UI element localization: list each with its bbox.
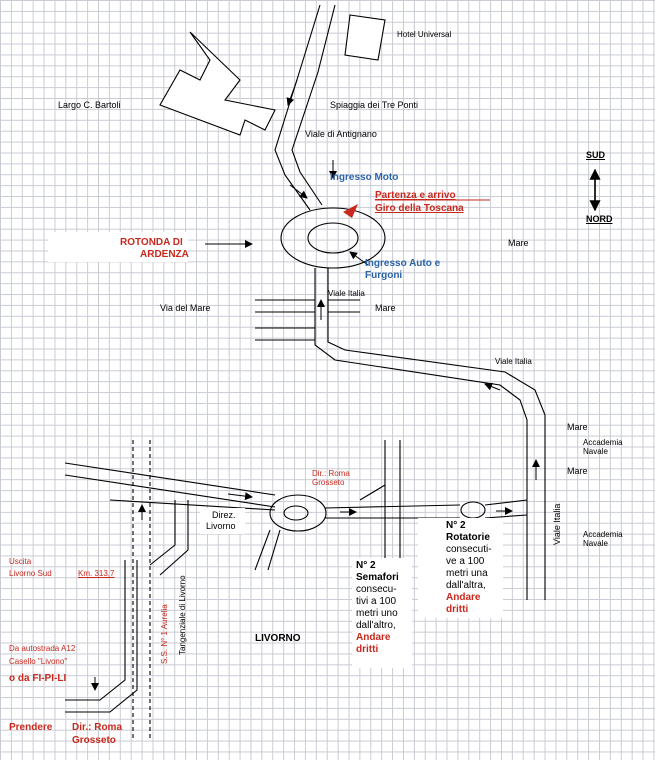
label-rot-l3: consecuti- (446, 544, 492, 555)
label-dir-bottom: Dir.: Roma (72, 722, 123, 733)
label-furgoni: Furgoni (365, 270, 403, 281)
label-sem-l3: consecu- (356, 584, 397, 595)
label-viale-italia-1: Viale Italia (328, 289, 365, 298)
label-rot-l4: ve a 100 (446, 556, 485, 567)
label-giro: Giro della Toscana (375, 203, 464, 214)
label-via-del-mare: Via del Mare (160, 303, 211, 313)
label-sem-andare: Andare (356, 632, 391, 643)
label-viale-italia-2: Viale Italia (495, 357, 532, 366)
label-fipili: o da FI-PI-LI (9, 673, 67, 684)
label-nord: NORD (586, 214, 613, 224)
label-largo: Largo C. Bartoli (58, 100, 121, 110)
label-accademia-1: Accademia (583, 438, 623, 447)
label-autostrada: Da autostrada A12 (9, 644, 76, 653)
label-ardenza: ARDENZA (140, 249, 189, 260)
label-rot-n2: N° 2 (446, 520, 466, 531)
direz-box: Direz. Livorno (200, 508, 245, 534)
label-casello: Casello "Livono" (9, 657, 68, 666)
label-mare-2: Mare (375, 303, 396, 313)
label-sem-dritti: dritti (356, 644, 379, 655)
label-direz-livorno: Livorno (206, 521, 236, 531)
label-mare-4: Mare (567, 466, 588, 476)
label-viale-italia-3: Viale Italia (552, 503, 562, 545)
label-accademia-2: Accademia (583, 530, 623, 539)
label-spiaggia: Spiaggia dei Tre Ponti (330, 100, 419, 110)
label-direz: Direz. (212, 510, 236, 520)
rotatorie-box: N° 2 Rotatorie consecuti- ve a 100 metri… (418, 518, 503, 618)
label-mare-1: Mare (508, 238, 529, 248)
label-aurelia: S.S. N° 1 Aurelia (160, 604, 169, 664)
label-rot-l5: metri una (446, 568, 488, 579)
label-livorno: LIVORNO (255, 633, 301, 644)
label-dir-roma: Dir.: Roma (312, 469, 350, 478)
label-sem-title: Semafori (356, 572, 399, 583)
semafori-box: N° 2 Semafori consecu- tivi a 100 metri … (352, 558, 412, 668)
label-partenza: Partenza e arrivo (375, 190, 456, 201)
label-navale-2: Navale (583, 539, 608, 548)
label-sud: SUD (586, 150, 606, 160)
label-rot-andare: Andare (446, 592, 481, 603)
label-navale-1: Navale (583, 447, 608, 456)
label-grosseto: Grosseto (312, 478, 345, 487)
label-mare-3: Mare (567, 422, 588, 432)
label-livorno-sud: Livorno Sud (9, 569, 52, 578)
label-km: Km. 313,7 (78, 569, 115, 578)
label-hotel: Hotel Universal (397, 30, 452, 39)
label-prendere: Prendere (9, 722, 53, 733)
label-sem-n2: N° 2 (356, 560, 376, 571)
label-rot-dritti: dritti (446, 604, 469, 615)
label-tangenziale: Tangenziale di Livorno (178, 575, 187, 655)
label-sem-l4: tivi a 100 (356, 596, 397, 607)
label-sem-l6: dall'altro, (356, 620, 396, 631)
label-rotonda: ROTONDA DI (120, 237, 183, 248)
label-antignano: Viale di Antignano (305, 129, 377, 139)
label-uscita: Uscita (9, 557, 32, 566)
label-ingresso-moto: Ingresso Moto (330, 172, 399, 183)
label-grosseto-bottom: Grosseto (72, 735, 116, 746)
label-ingresso-auto: Ingresso Auto e (365, 258, 441, 269)
label-rot-l6: dall'altra, (446, 580, 486, 591)
label-rot-title: Rotatorie (446, 532, 490, 543)
rotonda-box: ROTONDA DI ARDENZA (48, 232, 189, 262)
label-sem-l5: metri uno (356, 608, 398, 619)
